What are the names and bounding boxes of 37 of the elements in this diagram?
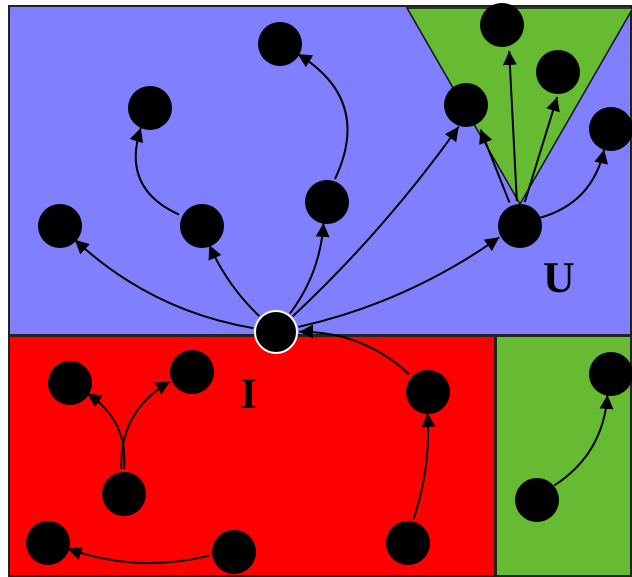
arrow (554, 394, 613, 486)
vertex-dot (26, 521, 70, 565)
arrow (74, 238, 254, 330)
region-background (495, 335, 632, 577)
vertex-dot (102, 472, 146, 516)
vertex-dot (589, 352, 632, 396)
arrow (289, 222, 330, 314)
arrow (67, 546, 210, 564)
vertex-dot (180, 204, 224, 248)
set-label: U (543, 256, 575, 300)
vertex-dot (38, 204, 82, 248)
arrow (120, 380, 171, 470)
arrow (298, 324, 410, 376)
vertex-dot (406, 370, 450, 414)
arrow (208, 244, 260, 317)
set-label: I (240, 372, 258, 416)
arrow (524, 96, 560, 202)
vertex-dot (386, 521, 430, 565)
arrow (297, 53, 348, 180)
vertex-dot (589, 107, 632, 151)
arrow (130, 128, 180, 216)
vertex-dot (128, 86, 172, 130)
vertex-dot (212, 530, 256, 574)
vertex-dot (515, 478, 559, 522)
arrow (298, 236, 500, 328)
arrow (292, 126, 460, 317)
vertex-dot (258, 22, 302, 66)
arrow (540, 149, 608, 219)
vertex-dot (498, 204, 542, 248)
vertex-dot (305, 180, 349, 224)
vertex-dot (48, 361, 92, 405)
arrow (86, 392, 126, 470)
arrow (412, 412, 436, 520)
arrow (502, 50, 518, 202)
region-background (8, 5, 632, 336)
arrow (479, 129, 510, 203)
vertex-dot (170, 350, 214, 394)
